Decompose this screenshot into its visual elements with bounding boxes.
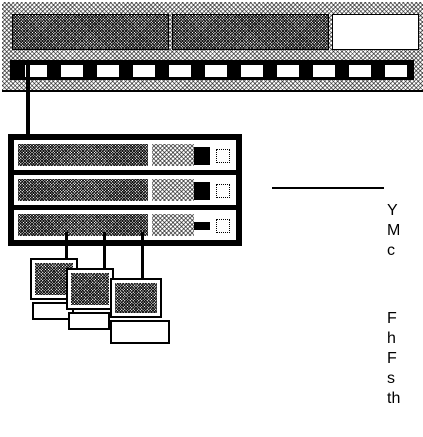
callout-line [272, 187, 384, 189]
rack-slot [240, 64, 264, 78]
workstation-icon [110, 278, 170, 342]
rack-slot [96, 64, 120, 78]
rack-slot [60, 64, 84, 78]
rack-slot [348, 64, 372, 78]
hub-unit [14, 140, 236, 170]
hub-stack-illustration [8, 134, 242, 246]
rack-slot [276, 64, 300, 78]
computer-base [110, 320, 170, 344]
mainframe-rack-illustration [2, 2, 423, 92]
hub-port-block [152, 214, 194, 236]
rack-slot [132, 64, 156, 78]
network-cable [141, 232, 144, 280]
rack-slot [384, 64, 408, 78]
network-cable [26, 64, 30, 136]
hub-port-grid [18, 144, 148, 166]
hub-port-grid [18, 179, 148, 201]
hub-status-light [194, 147, 210, 165]
monitor-icon [110, 278, 162, 318]
hub-indicator [216, 219, 230, 233]
hub-port-block [152, 179, 194, 201]
hub-indicator [216, 184, 230, 198]
hub-status-light [194, 182, 210, 200]
computer-base [68, 312, 110, 330]
hub-unit [14, 210, 236, 240]
hub-unit [14, 175, 236, 205]
rack-panel-middle [172, 14, 329, 50]
monitor-icon [66, 268, 114, 310]
hub-port-grid [18, 214, 148, 236]
hub-status-light [194, 222, 210, 230]
rack-panel-right [332, 14, 419, 50]
description-paragraph: F h F s th [387, 309, 423, 409]
rack-panel-left [12, 14, 169, 50]
hub-indicator [216, 149, 230, 163]
rack-slot [168, 64, 192, 78]
hub-port-block [152, 144, 194, 166]
description-text: Y M c F h F s th [387, 161, 423, 437]
description-paragraph: Y M c [387, 201, 423, 261]
rack-slot [204, 64, 228, 78]
network-cable [103, 232, 106, 272]
rack-slot [312, 64, 336, 78]
